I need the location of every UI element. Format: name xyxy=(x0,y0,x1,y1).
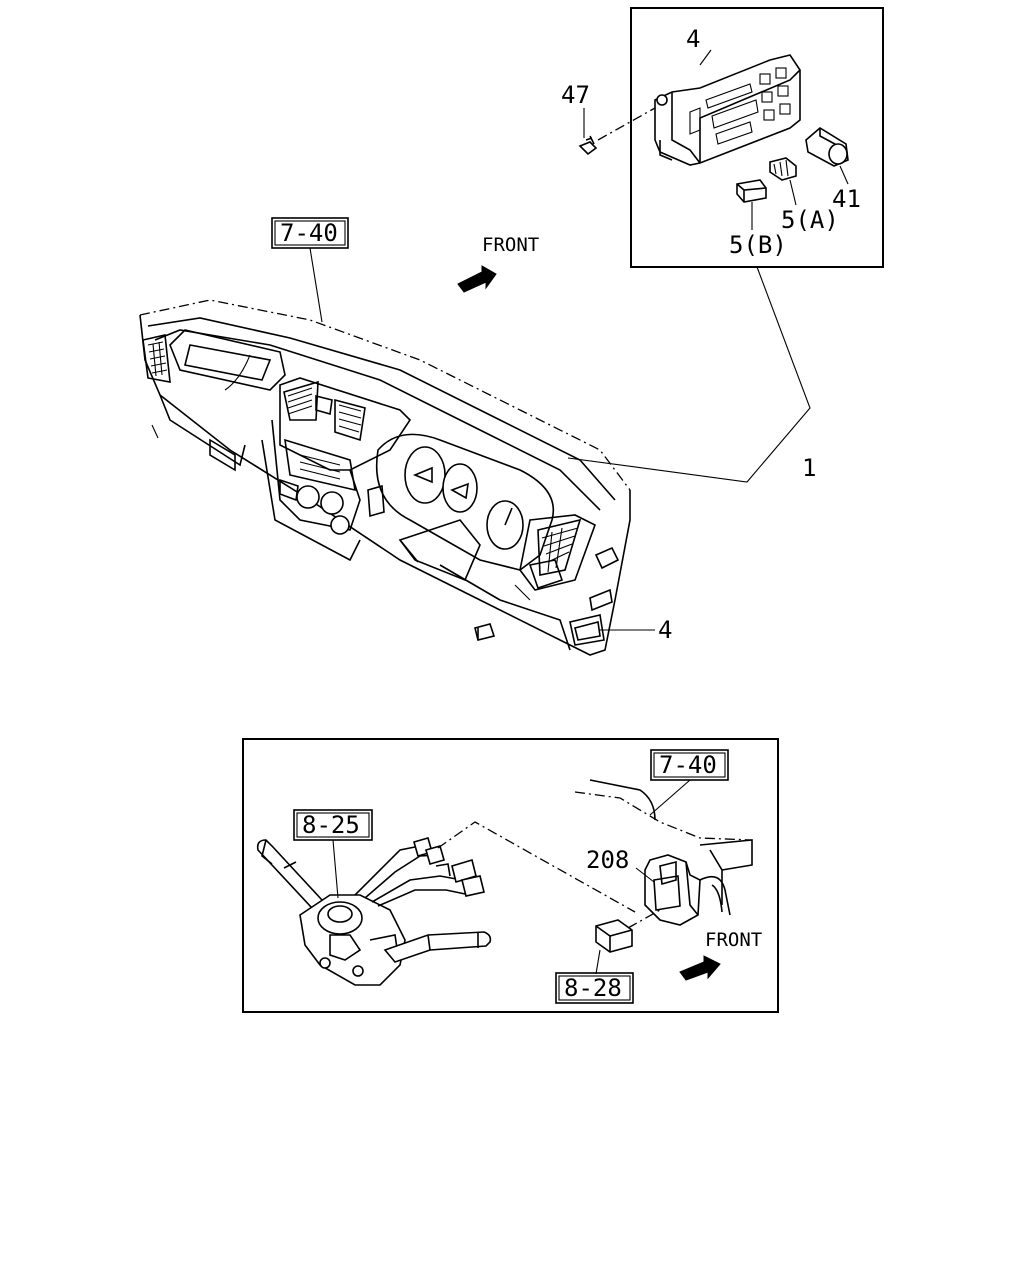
callout-socket: 41 xyxy=(832,185,861,213)
leader-switch xyxy=(332,839,339,899)
svg-text:FRONT: FRONT xyxy=(705,929,762,951)
control-module xyxy=(654,54,801,166)
combination-switch xyxy=(256,837,492,986)
callout-lower-switch: 4 xyxy=(658,616,672,644)
ref-box-dash: 7-40 xyxy=(650,749,729,781)
screw xyxy=(578,107,656,156)
ref-box-relay: 8-28 xyxy=(555,972,634,1004)
leader-ref-dash xyxy=(649,779,691,816)
leader-ref-top xyxy=(309,247,323,323)
switch-detail: 7-40 208 8-28 FRONT xyxy=(242,738,779,1013)
socket xyxy=(805,127,849,185)
front-indicator-bottom: FRONT xyxy=(679,929,762,981)
bulb-a xyxy=(769,157,797,206)
callout-bulb-a: 5(A) xyxy=(781,206,839,234)
svg-text:8-25: 8-25 xyxy=(302,811,360,839)
svg-text:7-40: 7-40 xyxy=(280,219,338,247)
ref-box-switch: 8-25 xyxy=(293,809,373,841)
callout-screw: 47 xyxy=(561,81,590,109)
svg-text:8-28: 8-28 xyxy=(564,974,622,1002)
callout-module: 4 xyxy=(686,25,700,53)
leader-module xyxy=(699,49,712,66)
relay-bracket xyxy=(644,854,731,926)
instrument-panel xyxy=(139,299,631,656)
callout-assembly: 1 xyxy=(802,454,816,482)
leader-relay xyxy=(595,949,601,975)
harness-connection xyxy=(437,821,636,913)
svg-text:7-40: 7-40 xyxy=(659,751,717,779)
bulb-b xyxy=(736,179,767,230)
leader-assembly xyxy=(567,266,811,483)
callout-bulb-b: 5(B) xyxy=(729,231,787,259)
front-indicator-top: FRONT xyxy=(457,234,539,293)
switch-detail-frame xyxy=(242,738,779,1013)
ref-box-top: 7-40 xyxy=(271,217,349,249)
svg-text:FRONT: FRONT xyxy=(482,234,539,256)
inset-detail: 4 47 5(A) 5(B) 41 xyxy=(561,7,884,268)
callout-bracket: 208 xyxy=(586,846,629,874)
relay xyxy=(595,909,661,953)
leader-bracket xyxy=(635,867,655,883)
